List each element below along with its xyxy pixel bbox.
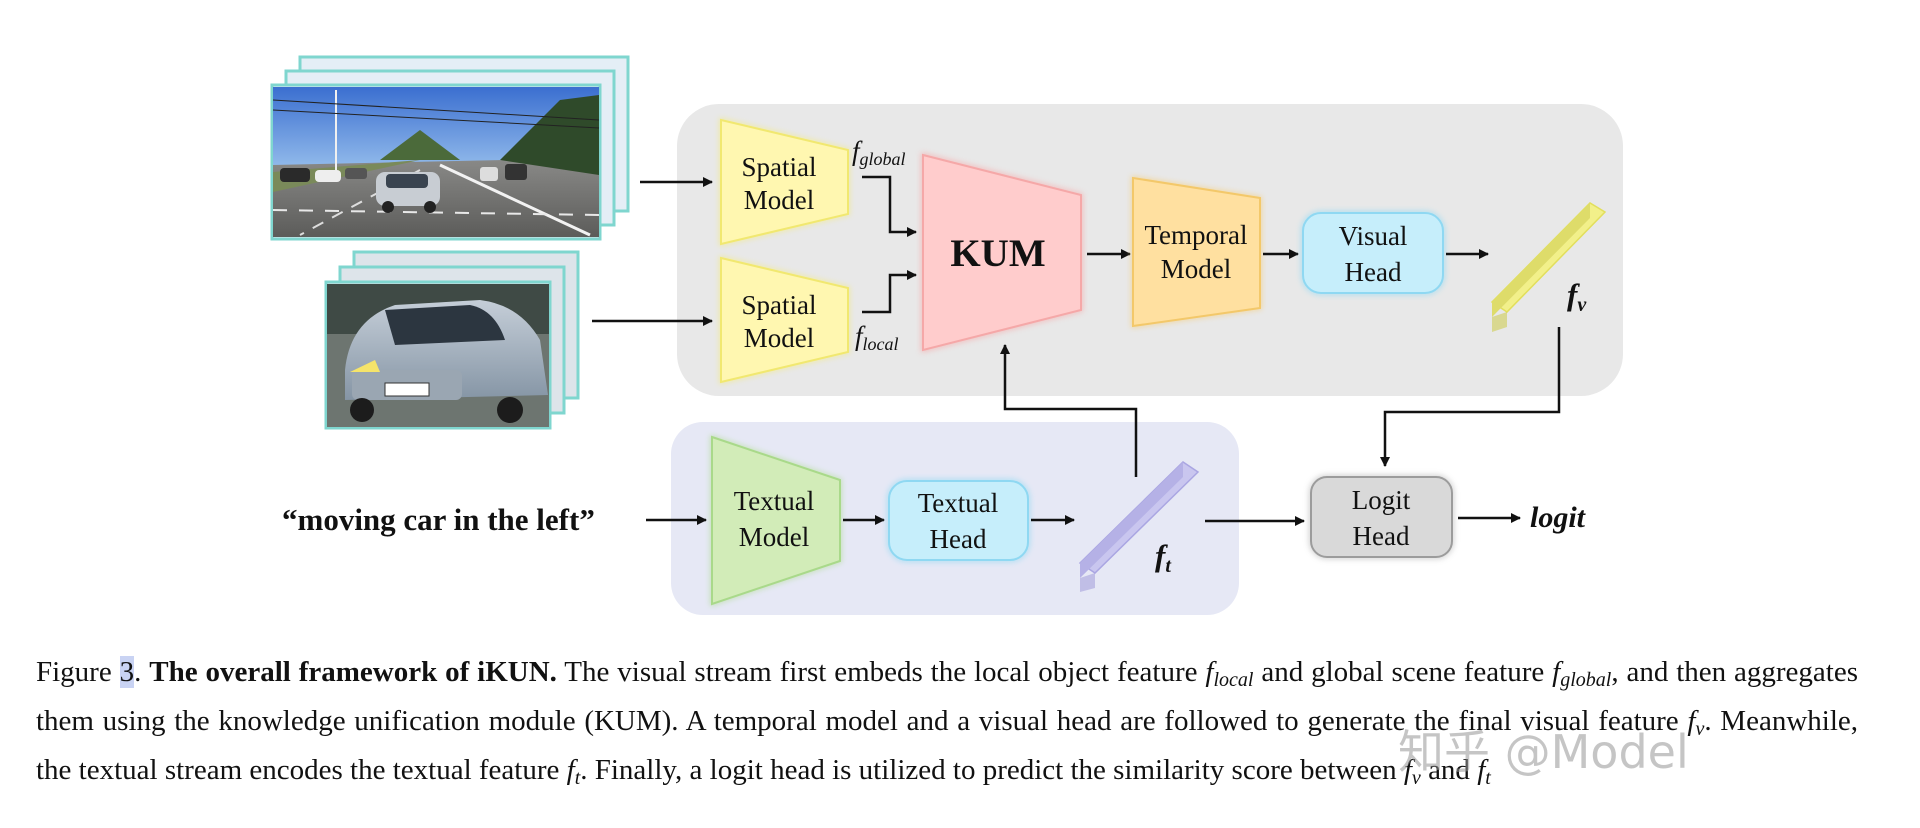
temporal-model-line1: Temporal — [1144, 220, 1247, 250]
ft-feature-bar — [1078, 461, 1200, 592]
caption-f-v-2: fv — [1403, 754, 1421, 789]
fv-feature-bar — [1490, 202, 1607, 332]
caption-text-3: , and then aggregates them using the kno… — [36, 656, 1859, 737]
caption-f-v: fv — [1687, 705, 1705, 740]
caption-f-global: fglobal — [1552, 656, 1612, 691]
car-crop-image — [327, 284, 549, 427]
spatial-model-global-line2: Model — [744, 185, 815, 215]
caption-f-t-2: ft — [1477, 754, 1491, 789]
visual-head-line2: Head — [1345, 257, 1402, 287]
logit-output-label: logit — [1530, 501, 1587, 534]
spatial-model-global-line1: Spatial — [742, 152, 817, 182]
arrow-fv-to-logit-head — [1380, 327, 1561, 467]
logit-head: Logit Head — [1309, 475, 1454, 559]
f-local-label: flocal — [855, 321, 899, 354]
temporal-model-line2: Model — [1161, 254, 1232, 284]
arrow-ft-to-kum — [1000, 344, 1138, 477]
arrow-flocal-to-kum — [862, 270, 917, 314]
kum-module: KUM — [921, 152, 1083, 353]
global-scene-frames — [270, 55, 630, 241]
spatial-model-global: Spatial Model — [719, 118, 850, 246]
zhihu-watermark: 知乎 @Model — [1398, 725, 1689, 779]
textual-head: Textual Head — [887, 479, 1030, 562]
logit-head-line1: Logit — [1352, 485, 1411, 515]
textual-head-line2: Head — [930, 524, 987, 554]
visual-head-line1: Visual — [1339, 221, 1408, 251]
spatial-model-local-line2: Model — [744, 323, 815, 353]
spatial-model-local: Spatial Model — [719, 256, 850, 384]
figure-caption: Figure 3. The overall framework of iKUN.… — [36, 652, 1858, 799]
spatial-model-local-line1: Spatial — [742, 290, 817, 320]
ft-label: ft — [1155, 538, 1172, 577]
caption-title: The overall framework of iKUN. — [149, 656, 557, 688]
caption-figure-dot: . — [134, 656, 142, 688]
local-object-frames — [324, 250, 580, 430]
temporal-model: Temporal Model — [1131, 176, 1262, 328]
caption-text-1: The visual stream first embeds the local… — [556, 656, 1206, 688]
caption-f-t: ft — [566, 754, 581, 789]
caption-figure-number: 3 — [119, 656, 135, 688]
caption-text-5: . Finally, a logit head is utilized to p… — [580, 754, 1404, 786]
caption-text-4: . Meanwhile, the textual stream encodes … — [36, 705, 1859, 786]
f-global-label: fglobal — [852, 136, 906, 169]
caption-text-6: and — [1420, 754, 1478, 786]
framework-diagram: Spatial Model Spatial Model fglobal floc… — [270, 55, 1623, 615]
caption-text-2: and global scene feature — [1253, 656, 1553, 688]
caption-f-local: flocal — [1205, 656, 1254, 691]
kum-label: KUM — [950, 232, 1045, 275]
logit-head-line2: Head — [1353, 521, 1410, 551]
textual-model-line1: Textual — [734, 486, 815, 516]
caption-figure-label: Figure — [36, 656, 120, 688]
arrow-fglobal-to-kum — [862, 175, 917, 237]
textual-model: Textual Model — [710, 434, 842, 607]
textual-head-line1: Textual — [918, 488, 999, 518]
visual-head: Visual Head — [1301, 211, 1445, 295]
street-scene-image — [272, 87, 600, 237]
textual-model-line2: Model — [739, 522, 810, 552]
fv-label: fv — [1567, 277, 1587, 316]
text-query: “moving car in the left” — [282, 502, 595, 537]
